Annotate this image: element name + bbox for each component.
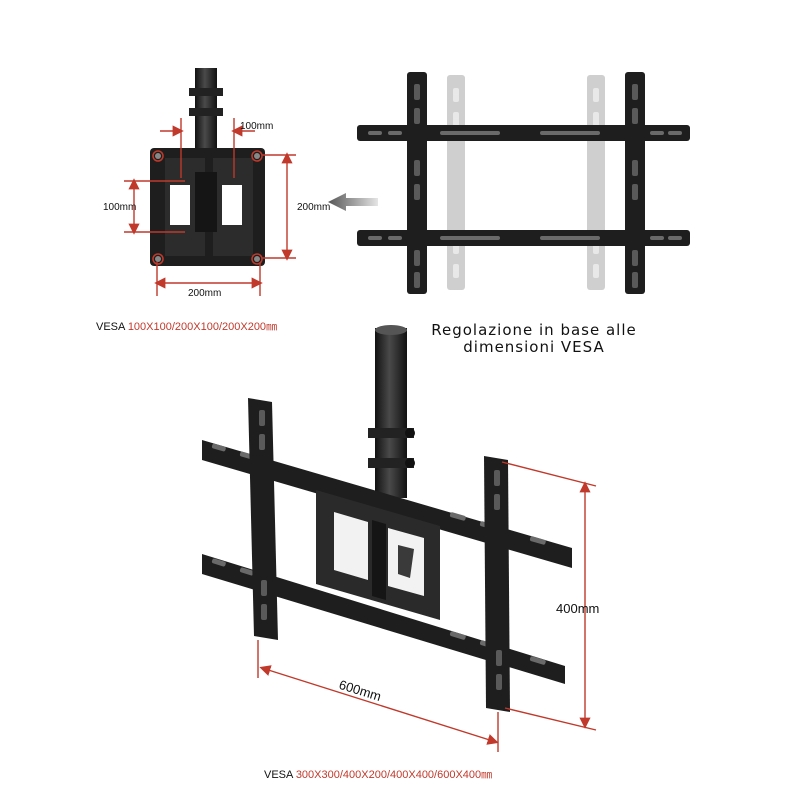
left-arrow-icon	[328, 193, 378, 211]
vesa-values: 100X100/200X100/200X200	[127, 321, 267, 333]
vesa-prefix: VESA	[264, 769, 293, 781]
dim-width-label: 600mm	[337, 677, 383, 704]
dim-top-label: 100mm	[240, 121, 273, 132]
large-mount	[202, 325, 572, 712]
vesa-caption-bottom: VESA 300X300/400X200/400X400/600X400㎜	[264, 766, 492, 782]
large-mount-dimensions	[257, 461, 597, 752]
heading-line-1: Regolazione in base alle	[431, 321, 637, 339]
adjustment-frame	[357, 72, 690, 294]
vesa-prefix: VESA	[96, 321, 125, 333]
dim-right-label: 200mm	[297, 202, 330, 213]
adjustment-heading: Regolazione in base alle dimensioni VESA	[420, 322, 648, 356]
heading-line-2: dimensioni VESA	[463, 338, 605, 356]
vesa-values: 300X300/400X200/400X400/600X400	[295, 769, 482, 781]
dim-height-label: 400mm	[556, 601, 599, 616]
small-bracket	[150, 68, 265, 266]
vesa-caption-top: VESA 100X100/200X100/200X200㎜	[96, 318, 277, 334]
small-bracket-dimensions	[124, 118, 296, 296]
dim-bottom-label: 200mm	[188, 288, 221, 299]
vesa-unit: ㎜	[266, 321, 278, 333]
vesa-unit: ㎜	[481, 769, 493, 781]
dim-left-label: 100mm	[103, 202, 136, 213]
